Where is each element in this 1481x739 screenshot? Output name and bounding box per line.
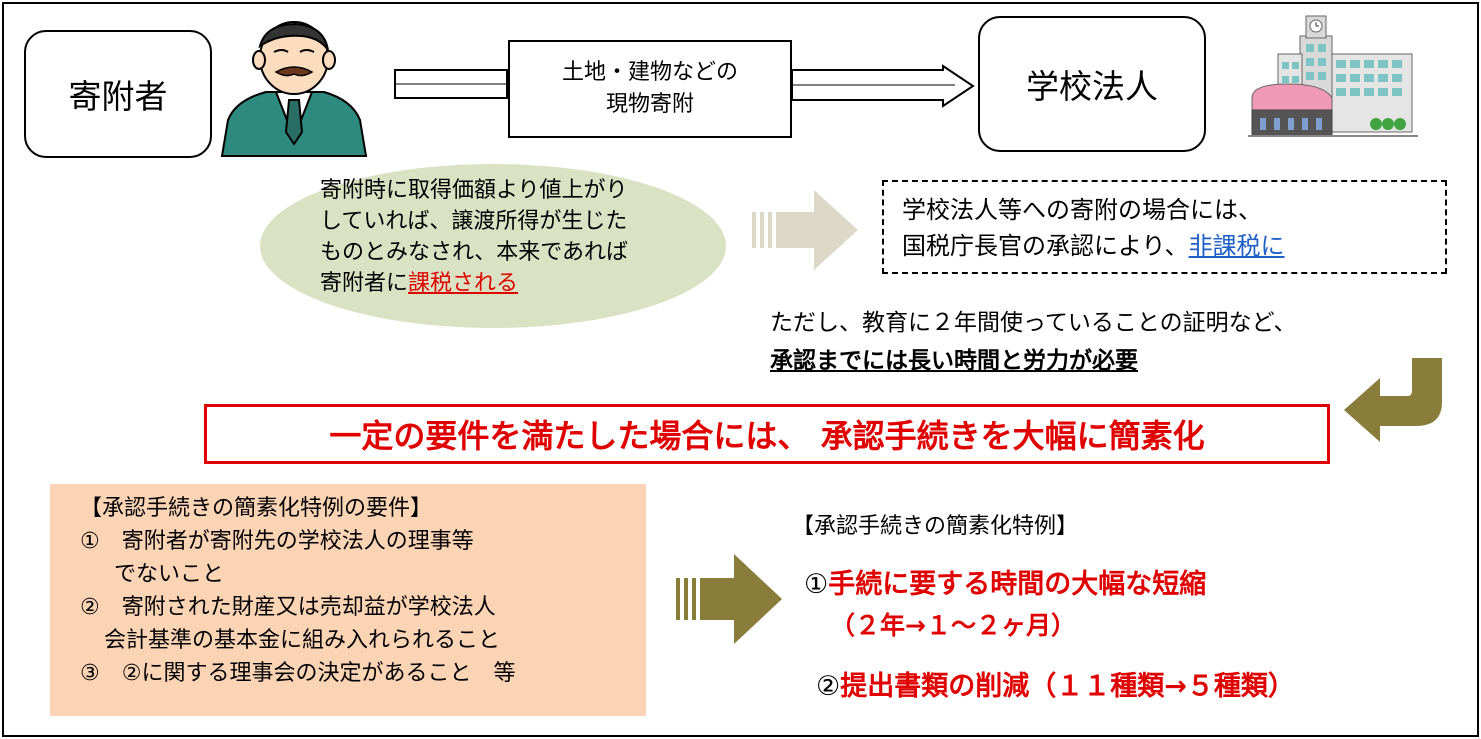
requirement-2-line1: 寄附された財産又は売却益が学校法人 — [121, 595, 496, 620]
requirement-2-num: ② — [80, 595, 100, 620]
taxed-note-text: 寄附時に取得価額より値上がり していれば、譲渡所得が生じた ものとみなされ、本来… — [320, 175, 628, 299]
exempt-line2: 国税庁長官の承認により、非課税に — [902, 228, 1445, 264]
taxed-note-ellipse — [260, 164, 726, 328]
taxed-line1: 寄附時に取得価額より値上がり — [320, 178, 628, 203]
beige-right-arrow-icon — [752, 190, 858, 270]
exempt-line1: 学校法人等への寄附の場合には、 — [902, 196, 1262, 224]
requirement-1-line2: でないこと — [114, 562, 225, 587]
special-case-title: 【承認手続きの簡素化特例】 — [792, 514, 1079, 539]
exempt-note-box: 学校法人等への寄附の場合には、 国税庁長官の承認により、非課税に — [882, 180, 1447, 274]
donor-box: 寄附者 — [24, 30, 212, 158]
gift-box: 土地・建物などの 現物寄附 — [508, 40, 792, 138]
special-case-item2: ②提出書類の削減（１１種類→５種類） — [816, 664, 1295, 703]
taxed-line4-prefix: 寄附者に — [320, 271, 409, 296]
special-item1-text: 手続に要する時間の大幅な短縮 — [828, 569, 1207, 600]
special-item2-num: ② — [816, 671, 841, 702]
exempt-line2-prefix: 国税庁長官の承認により、 — [902, 232, 1189, 260]
taxed-emphasis: 課税される — [408, 271, 519, 296]
curved-down-left-arrow-icon — [1344, 358, 1442, 442]
requirement-3: ③ ②に関する理事会の決定があること 等 — [80, 657, 646, 690]
requirement-1-num: ① — [80, 529, 100, 554]
requirement-3-line1: ②に関する理事会の決定があること 等 — [121, 661, 516, 686]
taxed-line4: 寄附者に課税される — [320, 268, 628, 299]
requirement-1-line1: 寄附者が寄附先の学校法人の理事等 — [121, 529, 474, 554]
simplification-banner: 一定の要件を満たした場合には、 承認手続きを大幅に簡素化 — [204, 404, 1330, 464]
requirements-box: 【承認手続きの簡素化特例の要件】 ① 寄附者が寄附先の学校法人の理事等 でないこ… — [50, 484, 646, 716]
exempt-emphasis: 非課税に — [1188, 232, 1285, 260]
school-box: 学校法人 — [978, 16, 1206, 152]
taxed-line2: していれば、譲渡所得が生じた — [320, 209, 628, 234]
caveat-line1: ただし、教育に２年間使っていることの証明など、 — [770, 310, 1297, 336]
requirement-1: ① 寄附者が寄附先の学校法人の理事等 — [80, 525, 646, 558]
businessman-icon — [220, 21, 368, 157]
banner-text: 一定の要件を満たした場合には、 承認手続きを大幅に簡素化 — [329, 417, 1205, 455]
caveat-text: ただし、教育に２年間使っていることの証明など、 承認までには長い時間と労力が必要 — [770, 304, 1296, 380]
requirement-2-line2: 会計基準の基本金に組み入れられること — [104, 628, 501, 653]
requirement-2: ② 寄附された財産又は売却益が学校法人 — [80, 591, 646, 624]
special-item2-text: 提出書類の削減（１１種類→５種類） — [840, 671, 1295, 702]
requirement-3-num: ③ — [80, 661, 100, 686]
special-item1-num: ① — [804, 569, 829, 600]
requirements-title: 【承認手続きの簡素化特例の要件】 — [80, 496, 433, 521]
special-case-item1-sub: （２年→１～２ヶ月） — [830, 611, 1076, 640]
hollow-right-arrow-icon — [394, 64, 975, 108]
special-case-item1: ①手続に要する時間の大幅な短縮 — [804, 562, 1206, 601]
taxed-line3: ものとみなされ、本来であれば — [320, 240, 629, 265]
gift-line1: 土地・建物などの — [561, 60, 738, 86]
olive-right-arrow-icon — [676, 554, 782, 644]
school-building-icon — [1248, 15, 1418, 137]
donor-label: 寄附者 — [68, 77, 168, 116]
caveat-line2: 承認までには長い時間と労力が必要 — [770, 348, 1138, 374]
gift-line2: 現物寄附 — [605, 92, 694, 117]
school-label: 学校法人 — [1026, 67, 1158, 106]
